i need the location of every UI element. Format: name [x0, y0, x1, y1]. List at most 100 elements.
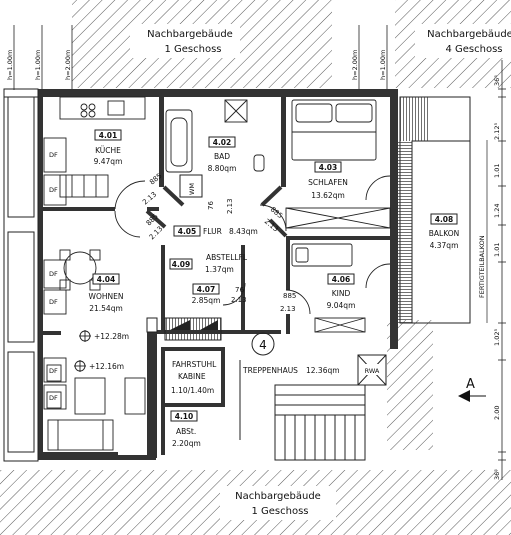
level-label-2: +12.16m: [89, 362, 124, 371]
door-dim-3: 76 2.13: [207, 198, 234, 214]
height-mark-4: h=1.00m: [379, 50, 387, 80]
room-number: 4.02: [213, 138, 232, 147]
living-fixtures: [46, 249, 146, 451]
section-marker: [458, 390, 486, 402]
section-marker-label: A: [466, 377, 475, 392]
room-name: KIND: [332, 289, 351, 298]
svg-text:2.13: 2.13: [231, 296, 247, 304]
elevator-size: 1.10/1.40m: [171, 386, 214, 395]
floor-marker: [251, 332, 275, 356]
rwa-label: RWA: [365, 367, 380, 375]
room-4-04: 4.04 WOHNEN 21.54qm: [89, 273, 124, 313]
height-mark-3: h=2.00m: [351, 50, 359, 80]
room-4-05: 4.05 FLUR 8.43qm: [173, 225, 258, 237]
room-name: ABSTELLFL: [206, 253, 248, 262]
svg-text:2.13: 2.13: [141, 190, 158, 206]
room-name: SCHLAFEN: [308, 178, 348, 187]
door-dim-5: 76 2.13: [231, 286, 247, 304]
svg-text:2.13: 2.13: [280, 305, 296, 313]
room-number: 4.03: [319, 163, 338, 172]
kitchen-fixtures: [59, 96, 146, 198]
height-mark-2: h=2.00m: [64, 50, 72, 80]
room-4-01: 4.01 KÜCHE 9.47qm: [94, 129, 123, 166]
bath-fixtures: [165, 99, 265, 173]
right-dim-2: 2.12⁵: [493, 123, 501, 140]
right-dim-5: 1.01: [493, 243, 501, 257]
room-name: BALKON: [429, 229, 459, 238]
neighbour-bottom-name: Nachbargebäude: [235, 491, 321, 502]
room-name: BAD: [214, 152, 230, 161]
skylight-label-2: DF: [49, 186, 58, 194]
bed: [291, 99, 377, 161]
room-area: 4.37qm: [430, 241, 459, 250]
room-4-08: 4.08 BALKON 4.37qm: [429, 213, 459, 250]
door-dim-6: 885 2.13: [280, 292, 296, 313]
neighbour-top-left-name: Nachbargebäude: [147, 29, 233, 40]
skylight-label-3: DF: [49, 270, 58, 278]
level-marks: [74, 330, 91, 372]
room-area: 9.04qm: [327, 301, 356, 310]
skylight-frames: [43, 137, 67, 410]
elevator-label-line1: FAHRSTUHL: [172, 360, 217, 369]
elevator-label-line2: KABINE: [178, 372, 206, 381]
svg-text:885: 885: [269, 205, 284, 220]
room-name: KÜCHE: [95, 146, 121, 155]
room-number: 4.09: [172, 260, 191, 269]
floor-marker-label: 4: [259, 338, 267, 352]
room-name: ABSt.: [176, 427, 196, 436]
room-number: 4.04: [97, 275, 116, 284]
room-4-02: 4.02 BAD 8.80qm: [208, 136, 237, 173]
room-area: 9.47qm: [94, 157, 123, 166]
right-dim-7: 2.00: [493, 406, 501, 420]
bay-frames: [3, 88, 39, 462]
right-dim-1: 36⁵: [493, 75, 501, 86]
neighbour-bottom-floors: 1 Geschoss: [251, 506, 308, 517]
room-area: 8.80qm: [208, 164, 237, 173]
svg-text:2.13: 2.13: [226, 198, 234, 214]
room-4-03: 4.03 SCHLAFEN 13.62qm: [308, 161, 348, 200]
room-number: 4.05: [178, 227, 197, 236]
room-number: 4.01: [99, 131, 118, 140]
svg-text:2.13: 2.13: [263, 217, 280, 233]
staircase: [239, 360, 366, 461]
balcony: [398, 96, 471, 324]
room-name: WOHNEN: [89, 292, 124, 301]
door-dim-1: 885 2.13: [141, 172, 163, 207]
room-number: 4.08: [435, 215, 454, 224]
height-mark-lines: [13, 25, 388, 90]
room-number: 4.07: [197, 285, 216, 294]
wm-label: WM: [188, 183, 196, 195]
skylight-label-1: DF: [49, 151, 58, 159]
room-number: 4.10: [175, 412, 194, 421]
stairwell-area: 12.36qm: [306, 366, 340, 375]
right-dim-4: 1.24: [493, 204, 501, 218]
wardrobe: [285, 207, 391, 229]
neighbour-top-right-name: Nachbargebäude: [427, 29, 511, 40]
height-mark-5: h=1.00m: [6, 50, 14, 80]
room-area: 1.37qm: [205, 265, 234, 274]
room-name: FLUR: [203, 227, 222, 236]
stairwell-label: TREPPENHAUS: [242, 366, 298, 375]
kid-furniture: [291, 243, 366, 333]
right-dim-8: 36⁵: [493, 469, 501, 480]
room-area: 8.43qm: [229, 227, 258, 236]
room-area: 21.54qm: [89, 304, 123, 313]
neighbour-top-right-floors: 4 Geschoss: [445, 44, 502, 55]
neighbour-top-left-floors: 1 Geschoss: [164, 44, 221, 55]
door-dim-2: 885 2.13: [145, 212, 165, 241]
height-mark-1: h=1.00m: [34, 50, 42, 80]
skylight-label-6: DF: [49, 394, 58, 402]
elevator-shaft: [146, 317, 222, 341]
room-4-06: 4.06 KIND 9.04qm: [327, 273, 356, 310]
skylight-label-5: DF: [49, 367, 58, 375]
level-label-1: +12.28m: [94, 332, 129, 341]
room-number: 4.06: [332, 275, 351, 284]
room-area: 2.20qm: [172, 439, 201, 448]
wm-box: [179, 174, 203, 198]
svg-text:76: 76: [235, 286, 244, 294]
room-4-07: 4.07 2.85qm: [192, 283, 220, 305]
door-swings: [114, 175, 391, 315]
hall-angled-walls: [145, 185, 288, 238]
